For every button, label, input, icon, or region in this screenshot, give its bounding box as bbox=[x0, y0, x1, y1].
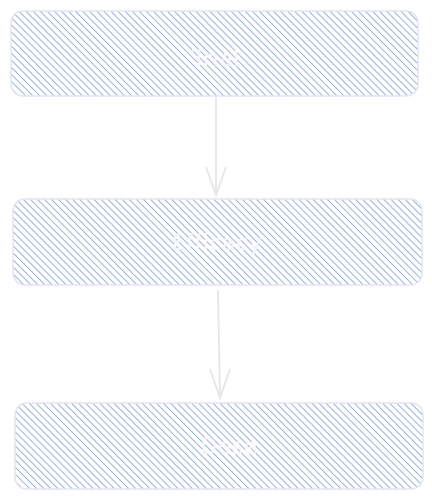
node-box bbox=[12, 198, 423, 286]
flow-node-dose[interactable]: Dose bbox=[14, 402, 424, 490]
node-label-efficacy: Efficacy bbox=[172, 231, 262, 256]
arrow-line bbox=[217, 289, 221, 399]
flow-arrow-efficacy-to-dose bbox=[209, 289, 231, 401]
node-box bbox=[10, 10, 419, 97]
flow-arrow-trial-to-efficacy bbox=[205, 97, 227, 198]
arrow-head-icon bbox=[209, 368, 231, 401]
node-label-dose: Dose bbox=[200, 435, 257, 460]
flow-node-trial[interactable]: Trial bbox=[10, 10, 419, 97]
node-label-trial: Trial bbox=[191, 47, 239, 72]
arrow-head-icon bbox=[205, 166, 227, 198]
flow-node-efficacy[interactable]: Efficacy bbox=[12, 198, 423, 286]
node-box bbox=[14, 402, 424, 490]
